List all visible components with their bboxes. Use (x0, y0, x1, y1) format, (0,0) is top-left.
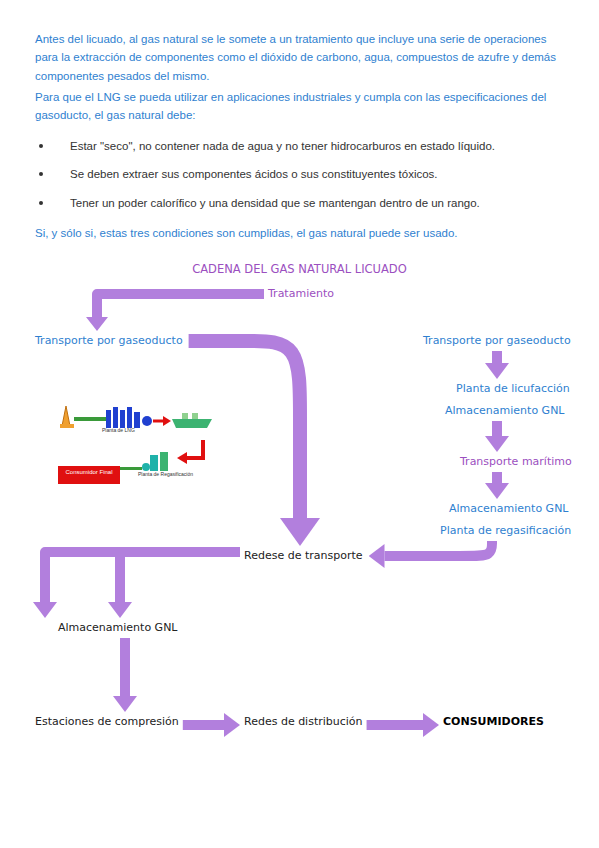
step-text: CONSUMIDORES (443, 715, 544, 729)
flow-step: Redese de transporte (244, 549, 363, 563)
paragraph: Antes del licuado, al gas natural se le … (35, 30, 567, 85)
step-text: Tratamiento (268, 287, 334, 301)
bullet-dot (39, 201, 43, 205)
paragraph: Para que el LNG se pueda utilizar en apl… (35, 88, 567, 125)
flow-arrow (120, 552, 240, 602)
flow-arrow (45, 552, 240, 602)
flow-arrow (492, 421, 502, 436)
step-text: Almacenamiento GNL (58, 621, 178, 635)
paragraph: Si, y sólo si, estas tres condiciones so… (35, 224, 567, 242)
diagram-title: CADENA DEL GAS NATURAL LICUADO (0, 262, 599, 276)
flow-step: Estaciones de compresión (35, 715, 179, 729)
picture-label: Planta de LNG (102, 428, 162, 434)
step-text: Almacenamiento GNL (445, 404, 565, 418)
flow-arrow (189, 341, 300, 518)
flow-step: Transporte por gaseoducto (423, 334, 571, 348)
bullet-item: Tener un poder calorífico y una densidad… (70, 194, 570, 212)
step-text: Redese de transporte (244, 549, 363, 563)
bullet-dot (39, 172, 43, 176)
picture-label: Planta de Regasificación (138, 472, 198, 478)
flow-arrow (385, 541, 492, 556)
flow-arrow (492, 472, 502, 483)
step-text: Transporte marítimo (460, 455, 572, 469)
step-text: Transporte por gaseoducto (423, 334, 571, 348)
flow-arrow (492, 351, 502, 363)
flow-arrow (367, 720, 423, 730)
flow-step: Transporte por gaseoducto (35, 334, 183, 348)
bullet-item: Se deben extraer sus componentes ácidos … (70, 165, 570, 183)
flow-arrow (97, 294, 264, 317)
flow-step: CONSUMIDORES (443, 715, 544, 729)
flow-step: Almacenamiento GNL (58, 621, 178, 635)
flow-step: Almacenamiento GNL (445, 404, 565, 418)
flow-step: Transporte marítimo (460, 455, 572, 469)
flow-step: Redes de distribución (244, 715, 363, 729)
flow-arrow (120, 638, 130, 696)
flow-step: Planta de licufacción (456, 382, 570, 396)
step-text: Planta de regasificación (440, 524, 571, 538)
lng-chain-picture (58, 406, 212, 484)
step-text: Almacenamiento GNL (449, 502, 569, 516)
bullet-dot (39, 144, 43, 148)
step-text: Transporte por gaseoducto (35, 334, 183, 348)
step-text: Planta de licufacción (456, 382, 570, 396)
step-text: Estaciones de compresión (35, 715, 179, 729)
flow-step: Tratamiento (268, 287, 334, 301)
step-text: Redes de distribución (244, 715, 363, 729)
flow-step: Planta de regasificación (440, 524, 571, 538)
flow-arrow (183, 720, 224, 730)
flow-step: Almacenamiento GNL (449, 502, 569, 516)
bullet-item: Estar "seco", no contener nada de agua y… (70, 137, 570, 155)
picture-label: Consumidor Final (58, 469, 120, 476)
